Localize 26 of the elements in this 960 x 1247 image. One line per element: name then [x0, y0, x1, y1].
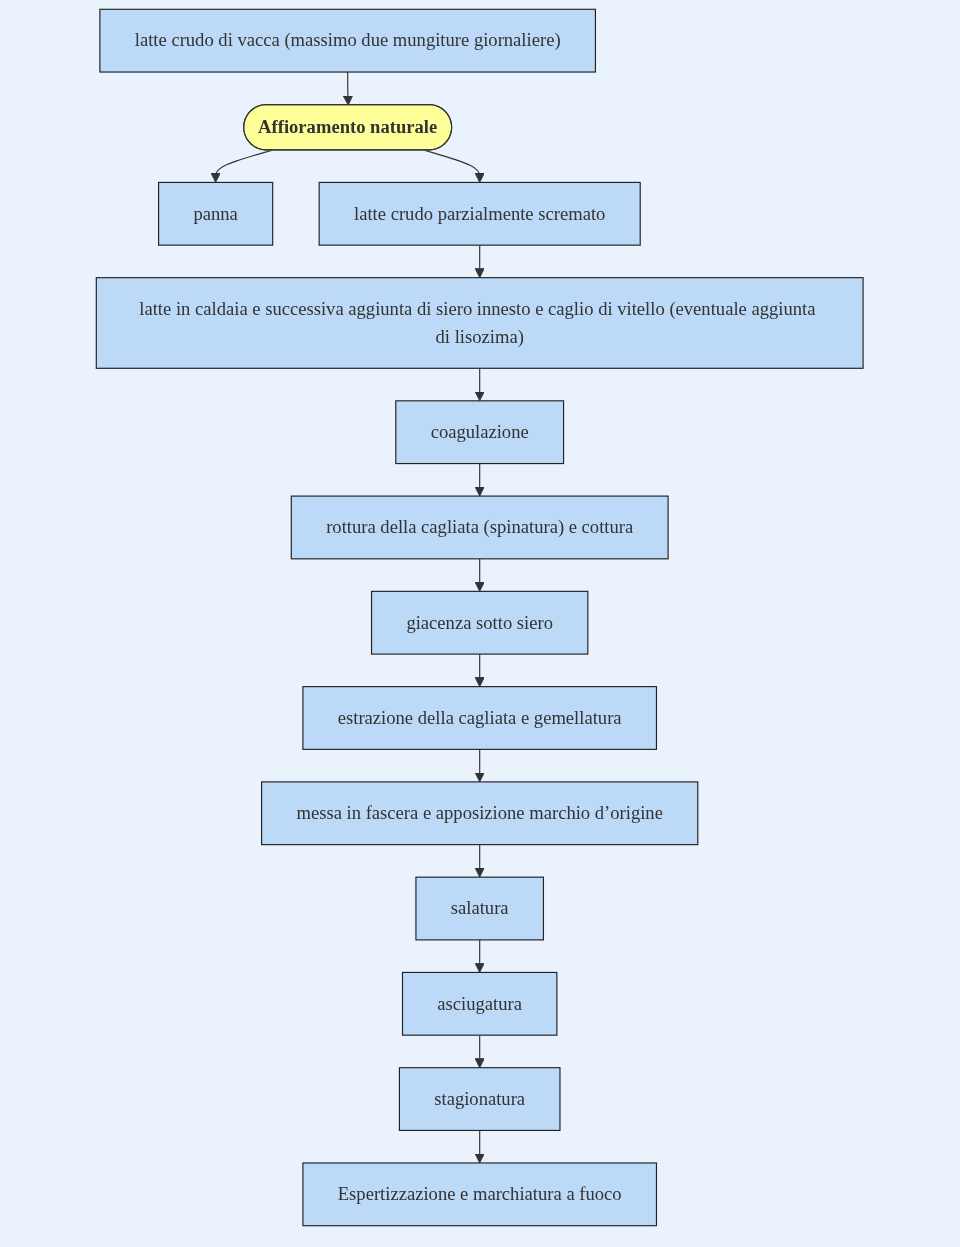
arrow: [343, 71, 354, 106]
node-box: messa in fascera e apposizione marchio d’origine: [261, 781, 699, 846]
node-box: panna: [158, 181, 274, 246]
node-box: salatura: [415, 876, 545, 941]
arrow: [474, 1034, 486, 1069]
node-box: giacenza sotto siero: [371, 590, 589, 655]
arrow: [474, 748, 486, 783]
arrow: [424, 149, 486, 183]
node-box: latte crudo di vacca (massimo due mungiture giornaliere): [99, 8, 597, 73]
arrow: [210, 149, 273, 183]
node-box: rottura della cagliata (spinatura) e cottura: [291, 495, 669, 560]
arrow: [474, 844, 486, 878]
arrow: [474, 939, 486, 973]
node-box: estrazione della cagliata e gemellatura: [302, 686, 658, 750]
node-box: asciugatura: [402, 971, 558, 1036]
arrow: [474, 367, 486, 402]
arrow: [474, 244, 486, 279]
arrow: [474, 463, 486, 497]
arrow: [474, 653, 486, 688]
node-box: latte in caldaia e successiva aggiunta di siero innesto e caglio di vitello (eventuale aggiunta di lisozima): [96, 277, 864, 369]
node-box: stagionatura: [399, 1067, 561, 1131]
arrow: [474, 558, 486, 592]
node-box: coagulazione: [395, 400, 565, 465]
node-box: latte crudo parzialmente scremato: [318, 181, 642, 246]
arrow: [474, 1129, 486, 1164]
node-box: Espertizzazione e marchiatura a fuoco: [302, 1162, 658, 1227]
